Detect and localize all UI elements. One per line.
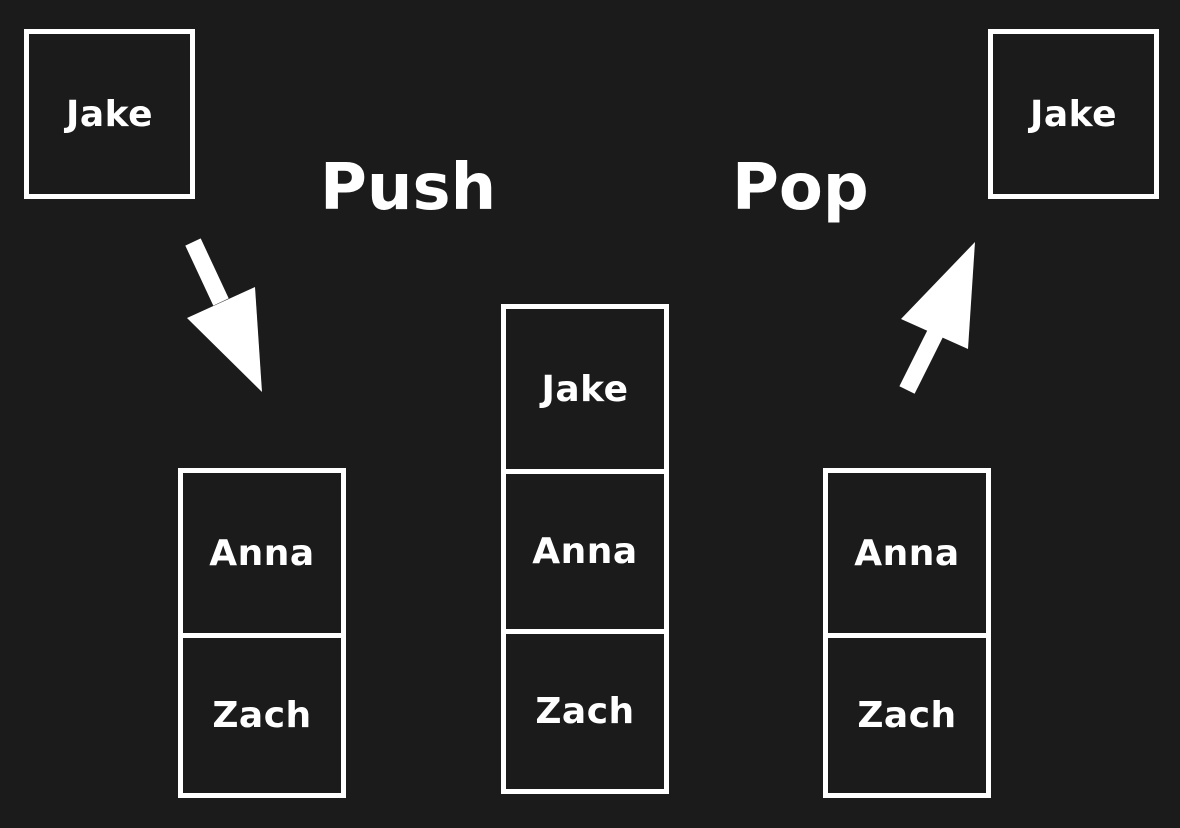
- stack-cell: Anna: [506, 469, 664, 629]
- stack-cell-label: Anna: [854, 532, 960, 574]
- stack-cell-label: Anna: [209, 532, 315, 574]
- stack-cell-label: Anna: [532, 531, 638, 572]
- stack-cell-label: Jake: [541, 368, 629, 410]
- push-label: Push: [320, 151, 497, 225]
- push-item-box: Jake: [24, 29, 195, 199]
- push-item-label: Jake: [65, 93, 154, 135]
- stack-after-push: Jake Anna Zach: [501, 304, 669, 794]
- stack-before-push: Anna Zach: [178, 468, 346, 798]
- stack-cell-label: Zach: [857, 695, 957, 736]
- stack-cell-label: Zach: [535, 691, 635, 732]
- pop-item-box: Jake: [988, 29, 1159, 199]
- pop-item-label: Jake: [1029, 93, 1118, 135]
- stack-cell-label: Zach: [212, 695, 312, 736]
- stack-after-pop: Anna Zach: [823, 468, 991, 798]
- pop-label: Pop: [732, 151, 869, 225]
- stack-cell: Zach: [506, 629, 664, 789]
- stack-cell: Zach: [183, 633, 341, 793]
- stack-cell: Jake: [506, 309, 664, 469]
- stack-cell: Zach: [828, 633, 986, 793]
- stack-cell: Anna: [828, 473, 986, 633]
- stack-cell: Anna: [183, 473, 341, 633]
